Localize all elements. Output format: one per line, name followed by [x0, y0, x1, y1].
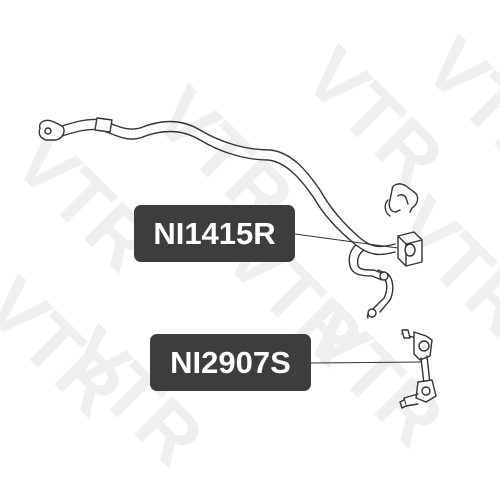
leader-line-ni2907s — [310, 361, 423, 364]
leader-line-ni1415r — [294, 233, 399, 249]
part-label-ni2907s[interactable]: NI2907S — [150, 334, 311, 391]
stabilizer-link-drawing — [399, 329, 437, 409]
stabilizer-bar-drawing — [38, 117, 423, 319]
watermark-band: VTR VTR VTR VTR VTR VTR VTR VTR VTR — [0, 20, 500, 482]
part-number-text: NI1415R — [153, 215, 276, 251]
part-number-text: NI2907S — [170, 344, 291, 380]
part-label-ni1415r[interactable]: NI1415R — [134, 205, 295, 262]
leader-lines — [294, 233, 423, 364]
